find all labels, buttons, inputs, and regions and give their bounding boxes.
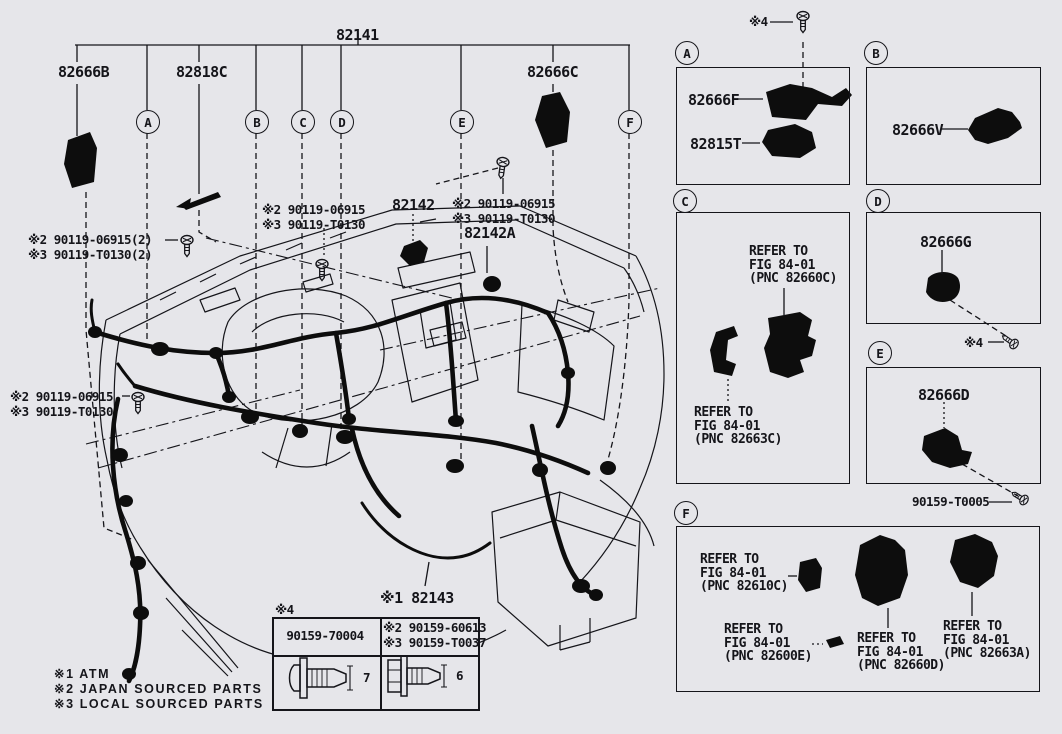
detail-box-c — [676, 212, 850, 484]
screw-note-line: ※2 90119-06915 — [262, 202, 366, 217]
screw-note-line: ※3 90119-T0130 — [452, 211, 556, 226]
detail-box-a — [676, 67, 850, 185]
part-label-82666b: 82666B — [58, 63, 110, 81]
refer-note-line: REFER TO — [943, 619, 1002, 634]
detail-box-f — [676, 526, 1040, 692]
table-part-line: ※3 90159-T0037 — [383, 635, 487, 650]
refer-note-line: FIG 84-01 — [749, 257, 815, 273]
refer-note-line: FIG 84-01 — [943, 632, 1009, 648]
legend-line-local: ※3 LOCAL SOURCED PARTS — [54, 697, 264, 711]
refer-note-line: (PNC 82663C) — [694, 432, 782, 447]
refer-note-line: (PNC 82660D) — [857, 658, 945, 673]
part-label-90159-t0005: 90159-T0005 — [912, 494, 990, 509]
screw-note-line: ※2 90119-06915(2) — [28, 232, 153, 247]
refer-note-line: FIG 84-01 — [857, 644, 923, 660]
callout-circle-d: D — [330, 110, 354, 134]
label-leader-lines — [122, 178, 504, 587]
legend-line-atm: ※1 ATM — [54, 667, 111, 681]
part-label-82666g: 82666G — [920, 233, 972, 251]
screw-note-line: ※2 90119-06915 — [452, 196, 556, 211]
refer-note-line: FIG 84-01 — [724, 635, 790, 651]
refer-note-line: FIG 84-01 — [700, 565, 766, 581]
refer-note-line: (PNC 82663A) — [943, 646, 1031, 661]
screw-note-line: ※2 90119-06915 — [10, 389, 114, 404]
table-size-7: 7 — [363, 670, 371, 685]
screw-note-d: ※4 — [964, 335, 983, 350]
callout-circle-b: B — [245, 110, 269, 134]
part-label-82666c: 82666C — [527, 63, 579, 81]
part-label-82815t: 82815T — [690, 135, 742, 153]
detail-circle-a: A — [675, 41, 699, 65]
screw-note-line: ※3 90119-T0130 — [262, 217, 366, 232]
callout-circle-f: F — [618, 110, 642, 134]
connector-blobs — [64, 92, 616, 680]
screw-note-center: ※2 90119-06915 ※3 90119-T0130 — [262, 202, 366, 232]
refer-note-82663c: REFER TO FIG 84-01 (PNC 82663C) — [694, 406, 782, 447]
callout-bracket-lines — [75, 33, 630, 194]
callout-circle-a: A — [136, 110, 160, 134]
refer-note-82660c: REFER TO FIG 84-01 (PNC 82660C) — [749, 245, 837, 286]
screw-note-line: ※3 90119-T0130 — [10, 404, 114, 419]
part-label-82666v: 82666V — [892, 121, 944, 139]
part-label-82818c: 82818C — [176, 63, 228, 81]
refer-note-line: REFER TO — [749, 244, 808, 259]
refer-note-line: (PNC 82610C) — [700, 579, 788, 594]
detail-box-b — [866, 67, 1041, 185]
part-label-82142: 82142 — [392, 196, 435, 214]
table-part-line: ※2 90159-60613 — [383, 620, 487, 635]
detail-circle-b: B — [864, 41, 888, 65]
detail-circle-d: D — [866, 189, 890, 213]
callout-circle-e: E — [450, 110, 474, 134]
refer-note-line: REFER TO — [724, 622, 783, 637]
table-part-90159-70004: 90159-70004 — [286, 628, 364, 643]
refer-note-line: REFER TO — [857, 631, 916, 646]
legend-line-japan: ※2 JAPAN SOURCED PARTS — [54, 682, 263, 696]
refer-note-82610c: REFER TO FIG 84-01 (PNC 82610C) — [700, 553, 788, 594]
screw-note-mid: ※2 90119-06915 ※3 90119-T0130 — [452, 196, 556, 226]
refer-note-line: REFER TO — [694, 405, 753, 420]
part-label-82666f: 82666F — [688, 91, 740, 109]
part-label-82141: 82141 — [336, 26, 379, 44]
refer-note-line: (PNC 82660C) — [749, 271, 837, 286]
screw-note-left: ※2 90119-06915 ※3 90119-T0130 — [10, 389, 114, 419]
dash-dot-lines — [85, 237, 661, 469]
table-screw-icons — [288, 655, 447, 699]
detail-box-e — [866, 367, 1041, 484]
dashboard-outline — [98, 205, 665, 677]
screw-note-top-right: ※4 — [749, 14, 768, 29]
screw-note-table: ※4 — [275, 602, 294, 617]
refer-note-line: (PNC 82600E) — [724, 649, 812, 664]
screw-note-upper-left: ※2 90119-06915(2) ※3 90119-T0130(2) — [28, 232, 153, 262]
refer-note-line: REFER TO — [700, 552, 759, 567]
detail-circle-e: E — [868, 341, 892, 365]
part-label-82666d: 82666D — [918, 386, 970, 404]
detail-box-d — [866, 212, 1041, 324]
table-divider-vertical — [380, 619, 382, 709]
legend: ※1 ATM ※2 JAPAN SOURCED PARTS ※3 LOCAL S… — [54, 667, 264, 712]
part-label-82142a: 82142A — [464, 224, 516, 242]
refer-note-82600e: REFER TO FIG 84-01 (PNC 82600E) — [724, 623, 812, 664]
refer-note-82660d: REFER TO FIG 84-01 (PNC 82660D) — [857, 632, 945, 673]
refer-note-82663a: REFER TO FIG 84-01 (PNC 82663A) — [943, 620, 1031, 661]
detail-circle-f: F — [674, 501, 698, 525]
detail-leader-lines — [727, 21, 1012, 645]
part-label-82143: ※1 82143 — [380, 589, 454, 607]
refer-note-line: FIG 84-01 — [694, 418, 760, 434]
table-part-col2: ※2 90159-60613 ※3 90159-T0037 — [383, 620, 487, 650]
detail-circle-c: C — [673, 189, 697, 213]
detail-part-blobs — [710, 84, 1022, 648]
callout-circle-c: C — [291, 110, 315, 134]
table-size-6: 6 — [456, 668, 464, 683]
table-divider-horizontal — [274, 655, 478, 657]
screw-note-line: ※3 90119-T0130(2) — [28, 247, 153, 262]
